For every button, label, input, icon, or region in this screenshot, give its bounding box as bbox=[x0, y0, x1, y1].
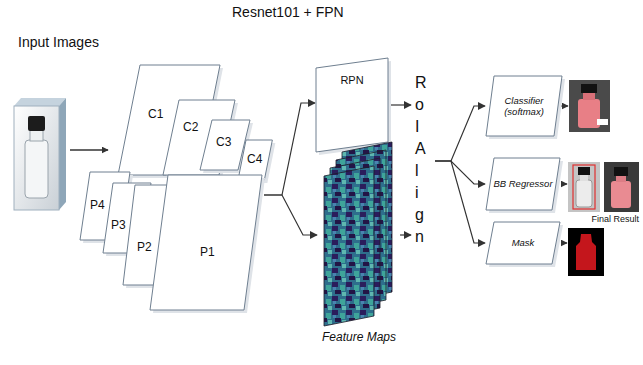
bottle-cap bbox=[581, 84, 597, 93]
input-box-top bbox=[14, 98, 66, 106]
bottle-cap bbox=[614, 167, 628, 176]
bottle-body bbox=[611, 181, 631, 208]
node-label: C3 bbox=[216, 135, 231, 149]
bottle-cap bbox=[578, 167, 590, 175]
head-box: Mask bbox=[486, 222, 560, 264]
node-label: Mask bbox=[512, 237, 535, 248]
bottle-neck bbox=[580, 174, 588, 181]
connector-arrow bbox=[435, 161, 485, 184]
bottle-body bbox=[576, 180, 592, 207]
node-label: RoIAlign bbox=[415, 72, 431, 248]
node-label: BB Regressor bbox=[493, 178, 552, 189]
node-label: P2 bbox=[137, 240, 152, 254]
connector-arrow bbox=[435, 106, 485, 161]
input-box-side bbox=[59, 98, 66, 210]
node-label: C2 bbox=[183, 120, 198, 134]
output-arrow bbox=[561, 183, 567, 184]
output-arrow bbox=[561, 242, 567, 243]
class-tag bbox=[597, 119, 608, 125]
section-title: Resnet101 + FPN bbox=[232, 4, 344, 21]
node-label: P4 bbox=[90, 198, 105, 212]
head-box: Classifier (softmax) bbox=[486, 76, 562, 136]
connector-arrow bbox=[390, 104, 411, 105]
connector-arrow bbox=[264, 195, 317, 235]
node-label: P1 bbox=[200, 245, 215, 259]
bottle-body bbox=[25, 140, 48, 198]
mask-shape bbox=[576, 234, 596, 270]
rpn-box: RPN bbox=[316, 58, 388, 152]
node-label: Classifier (softmax) bbox=[493, 95, 555, 118]
node-label: Feature Maps bbox=[322, 330, 396, 344]
result-label: Final Result bbox=[591, 214, 639, 225]
bottle-neck bbox=[616, 175, 626, 182]
node-label: C4 bbox=[247, 152, 262, 166]
pyramid-level: P1 bbox=[150, 175, 262, 310]
roialign-layer: RoIAlign bbox=[413, 72, 433, 250]
feature-maps-outline bbox=[318, 142, 398, 348]
final-result-image bbox=[604, 162, 639, 212]
feature-map-panel bbox=[324, 166, 374, 326]
card-shape bbox=[486, 76, 562, 136]
connector-arrow bbox=[435, 161, 485, 243]
input-arrow bbox=[70, 149, 108, 151]
output-arrow bbox=[561, 105, 568, 106]
head-box: BB Regressor bbox=[486, 158, 560, 210]
card-shape bbox=[238, 140, 272, 180]
bbox-output-image bbox=[568, 162, 600, 212]
node-label: P3 bbox=[111, 218, 126, 232]
input-label: Input Images bbox=[18, 34, 99, 51]
rpn-box-outline bbox=[316, 58, 388, 152]
pyramid-level-outline bbox=[150, 175, 262, 310]
input-image bbox=[14, 106, 59, 210]
connector-arrow bbox=[400, 234, 411, 235]
bottle-body bbox=[578, 99, 600, 128]
mask-output-image bbox=[568, 228, 604, 276]
card-shape bbox=[486, 222, 560, 264]
card-shape bbox=[486, 158, 560, 210]
bottle-neck bbox=[583, 92, 595, 100]
node-label: C1 bbox=[148, 107, 163, 121]
classifier-output-image bbox=[569, 80, 610, 132]
bottle-neck bbox=[30, 130, 43, 141]
bounding-box bbox=[573, 165, 595, 209]
card-shape bbox=[150, 175, 262, 310]
card-shape bbox=[316, 58, 388, 152]
feature-maps: Feature Maps bbox=[318, 142, 398, 348]
node-label: RPN bbox=[340, 74, 363, 87]
backbone-stage: C4 bbox=[238, 140, 272, 180]
bottle-cap bbox=[28, 116, 45, 131]
